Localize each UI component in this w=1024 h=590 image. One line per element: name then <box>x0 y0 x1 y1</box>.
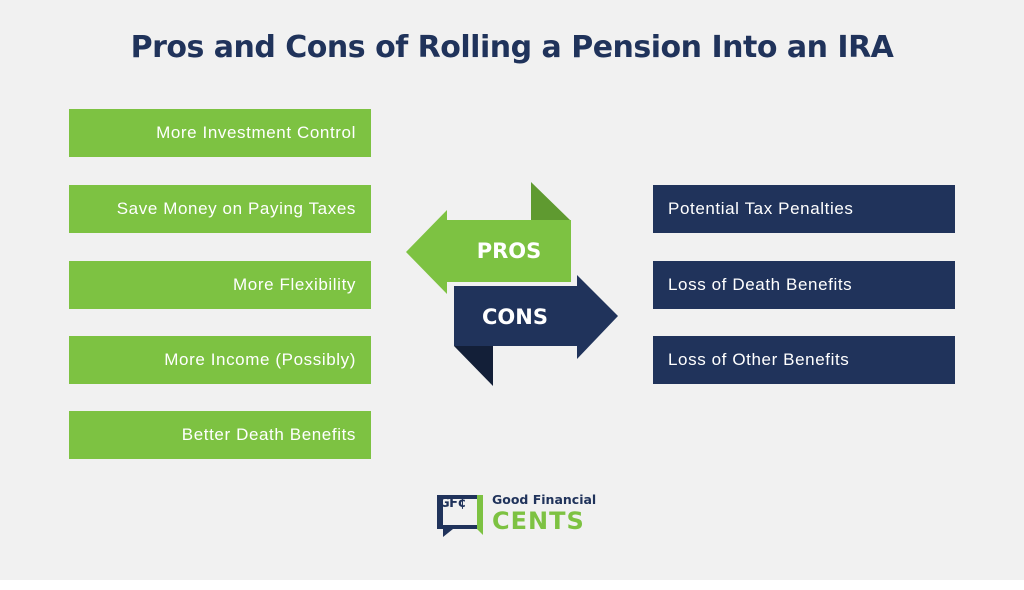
pro-item: More Flexibility <box>69 261 371 309</box>
con-item: Loss of Death Benefits <box>653 261 955 309</box>
cons-arrow-fold <box>454 346 493 386</box>
logo-line1: Good Financial <box>492 492 597 507</box>
pros-arrow-fold <box>531 182 570 220</box>
con-item: Potential Tax Penalties <box>653 185 955 233</box>
good-financial-cents-logo: GF¢ Good Financial CENTS <box>437 490 597 544</box>
logo-badge: GF¢ <box>439 496 467 511</box>
pros-cons-arrows: PROS CONS <box>406 182 618 386</box>
pro-item: More Investment Control <box>69 109 371 157</box>
cons-label: CONS <box>482 305 548 329</box>
pros-arrow-left-icon <box>406 210 571 294</box>
pro-item: Save Money on Paying Taxes <box>69 185 371 233</box>
logo-line2: CENTS <box>492 507 585 535</box>
pros-label: PROS <box>477 239 542 263</box>
gfc-logo-mark-icon <box>437 495 483 537</box>
con-item: Loss of Other Benefits <box>653 336 955 384</box>
pro-item: Better Death Benefits <box>69 411 371 459</box>
pro-item: More Income (Possibly) <box>69 336 371 384</box>
page-title: Pros and Cons of Rolling a Pension Into … <box>130 30 894 65</box>
cons-arrow-right-icon <box>454 275 618 359</box>
